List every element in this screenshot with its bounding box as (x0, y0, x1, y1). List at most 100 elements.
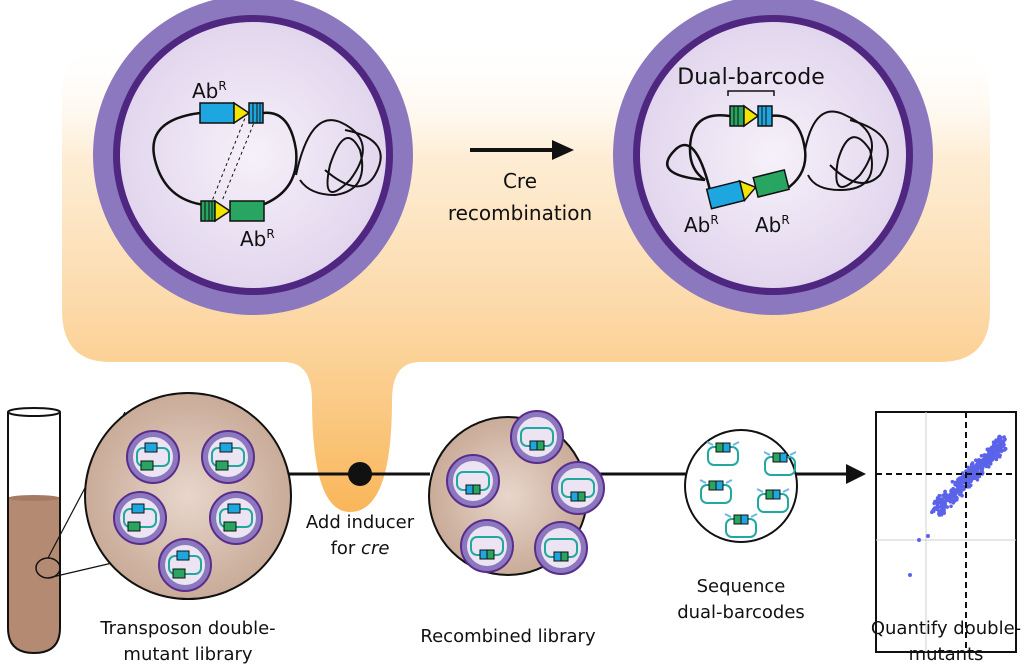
cell-before-recombination: AbR AbR (93, 0, 413, 315)
scatter-point (956, 487, 960, 492)
plasmid (763, 451, 797, 476)
sequence-label: Sequence (697, 576, 786, 597)
scatter-point (975, 477, 980, 482)
scatter-point (996, 444, 1001, 448)
scatter-point (985, 463, 989, 467)
cre-label: Cre (503, 169, 537, 193)
scatter-point (957, 492, 962, 497)
scatter-point (950, 479, 955, 484)
scatter-point (997, 434, 1002, 439)
scatter-point (957, 483, 962, 487)
scatter-point (926, 534, 930, 538)
scatter-point (1002, 435, 1006, 439)
scatter-point (979, 454, 984, 458)
scatter-point (969, 462, 974, 467)
scatter-point (942, 511, 946, 515)
sequencing-dish (684, 429, 798, 543)
scatter-point (966, 475, 970, 480)
scatter-point (936, 497, 941, 501)
scatter-point (981, 459, 985, 464)
scatter-point (988, 450, 993, 455)
junction-dot-icon (348, 462, 372, 486)
scatter-point (957, 476, 961, 481)
scatter-point (966, 465, 970, 470)
scatter-point (1003, 446, 1008, 451)
scatter-point (969, 477, 973, 481)
scatter-point (943, 492, 948, 497)
recombination-label: recombination (448, 201, 592, 225)
scatter-point (933, 499, 937, 504)
scatter-point (948, 497, 952, 501)
scatter-point (908, 573, 912, 577)
scatter-point (994, 454, 998, 459)
bacterium-cell (510, 410, 564, 464)
scatter-point (935, 504, 939, 509)
scatter-point (951, 486, 955, 491)
scatter-point (979, 468, 984, 473)
scatter-point (953, 494, 957, 498)
bacterium-cell (113, 491, 167, 545)
transposon-library-label-2: mutant library (123, 644, 252, 665)
scatter-point (990, 455, 994, 460)
scatter-point (951, 501, 956, 505)
scatter-point (1002, 443, 1006, 447)
bacterium-cell (158, 538, 212, 592)
ab-label: AbR (192, 79, 227, 103)
for-cre-label: for cre (331, 538, 390, 559)
scatter-plot (875, 411, 1017, 653)
antibiotic-resistance-gene-blue (199, 102, 235, 124)
bacterium-cell (551, 461, 605, 515)
dual-barcode-bracket (727, 90, 775, 96)
scatter-point (969, 467, 974, 472)
bacterium-cell (534, 521, 588, 575)
antibiotic-resistance-gene-green (229, 200, 265, 222)
barcode-blue (248, 102, 264, 124)
scatter-point (941, 499, 946, 504)
scatter-point (988, 461, 993, 466)
ab-label: AbR (684, 213, 719, 237)
plasmid (756, 488, 790, 513)
scatter-point (937, 511, 941, 516)
scatter-point (917, 538, 921, 542)
scatter-point (972, 474, 977, 478)
bacterium-cell (446, 454, 500, 508)
loxp-site (214, 199, 232, 223)
arrow-right-icon (846, 464, 866, 484)
scatter-point (931, 507, 936, 512)
bacterium-cell (209, 491, 263, 545)
scatter-point (972, 465, 977, 470)
plasmid (724, 513, 758, 538)
recombined-library-label: Recombined library (420, 626, 596, 647)
loxp-site (233, 101, 251, 125)
scatter-point (993, 451, 998, 456)
scatter-point (986, 458, 990, 463)
quantify-label: Quantify double- (871, 618, 1021, 639)
transposon-library-label: Transposon double- (99, 618, 275, 639)
scatter-point (998, 438, 1002, 442)
plasmid (706, 441, 740, 466)
bacterium-cell (201, 430, 255, 484)
add-inducer-label: Add inducer (306, 512, 415, 533)
scatter-point (949, 504, 953, 509)
ab-label: AbR (240, 227, 275, 251)
scatter-point (976, 461, 980, 465)
scatter-point (993, 444, 998, 449)
scatter-point (995, 446, 1000, 451)
scatter-point (994, 457, 999, 462)
bacterium-cell (460, 519, 514, 573)
plasmid (699, 479, 733, 504)
ab-label: AbR (755, 213, 790, 237)
scatter-point (938, 494, 942, 498)
bacterium-cell (126, 430, 180, 484)
scatter-point (999, 449, 1004, 454)
scatter-point (942, 505, 946, 510)
dual-barcodes-label: dual-barcodes (677, 602, 805, 623)
scatter-point (935, 501, 940, 506)
scatter-point (955, 497, 959, 502)
cell-after-recombination: Dual-barcode AbR AbR (613, 0, 933, 315)
scatter-point (997, 440, 1001, 445)
scatter-point (959, 478, 964, 483)
barcode-green (200, 200, 216, 222)
